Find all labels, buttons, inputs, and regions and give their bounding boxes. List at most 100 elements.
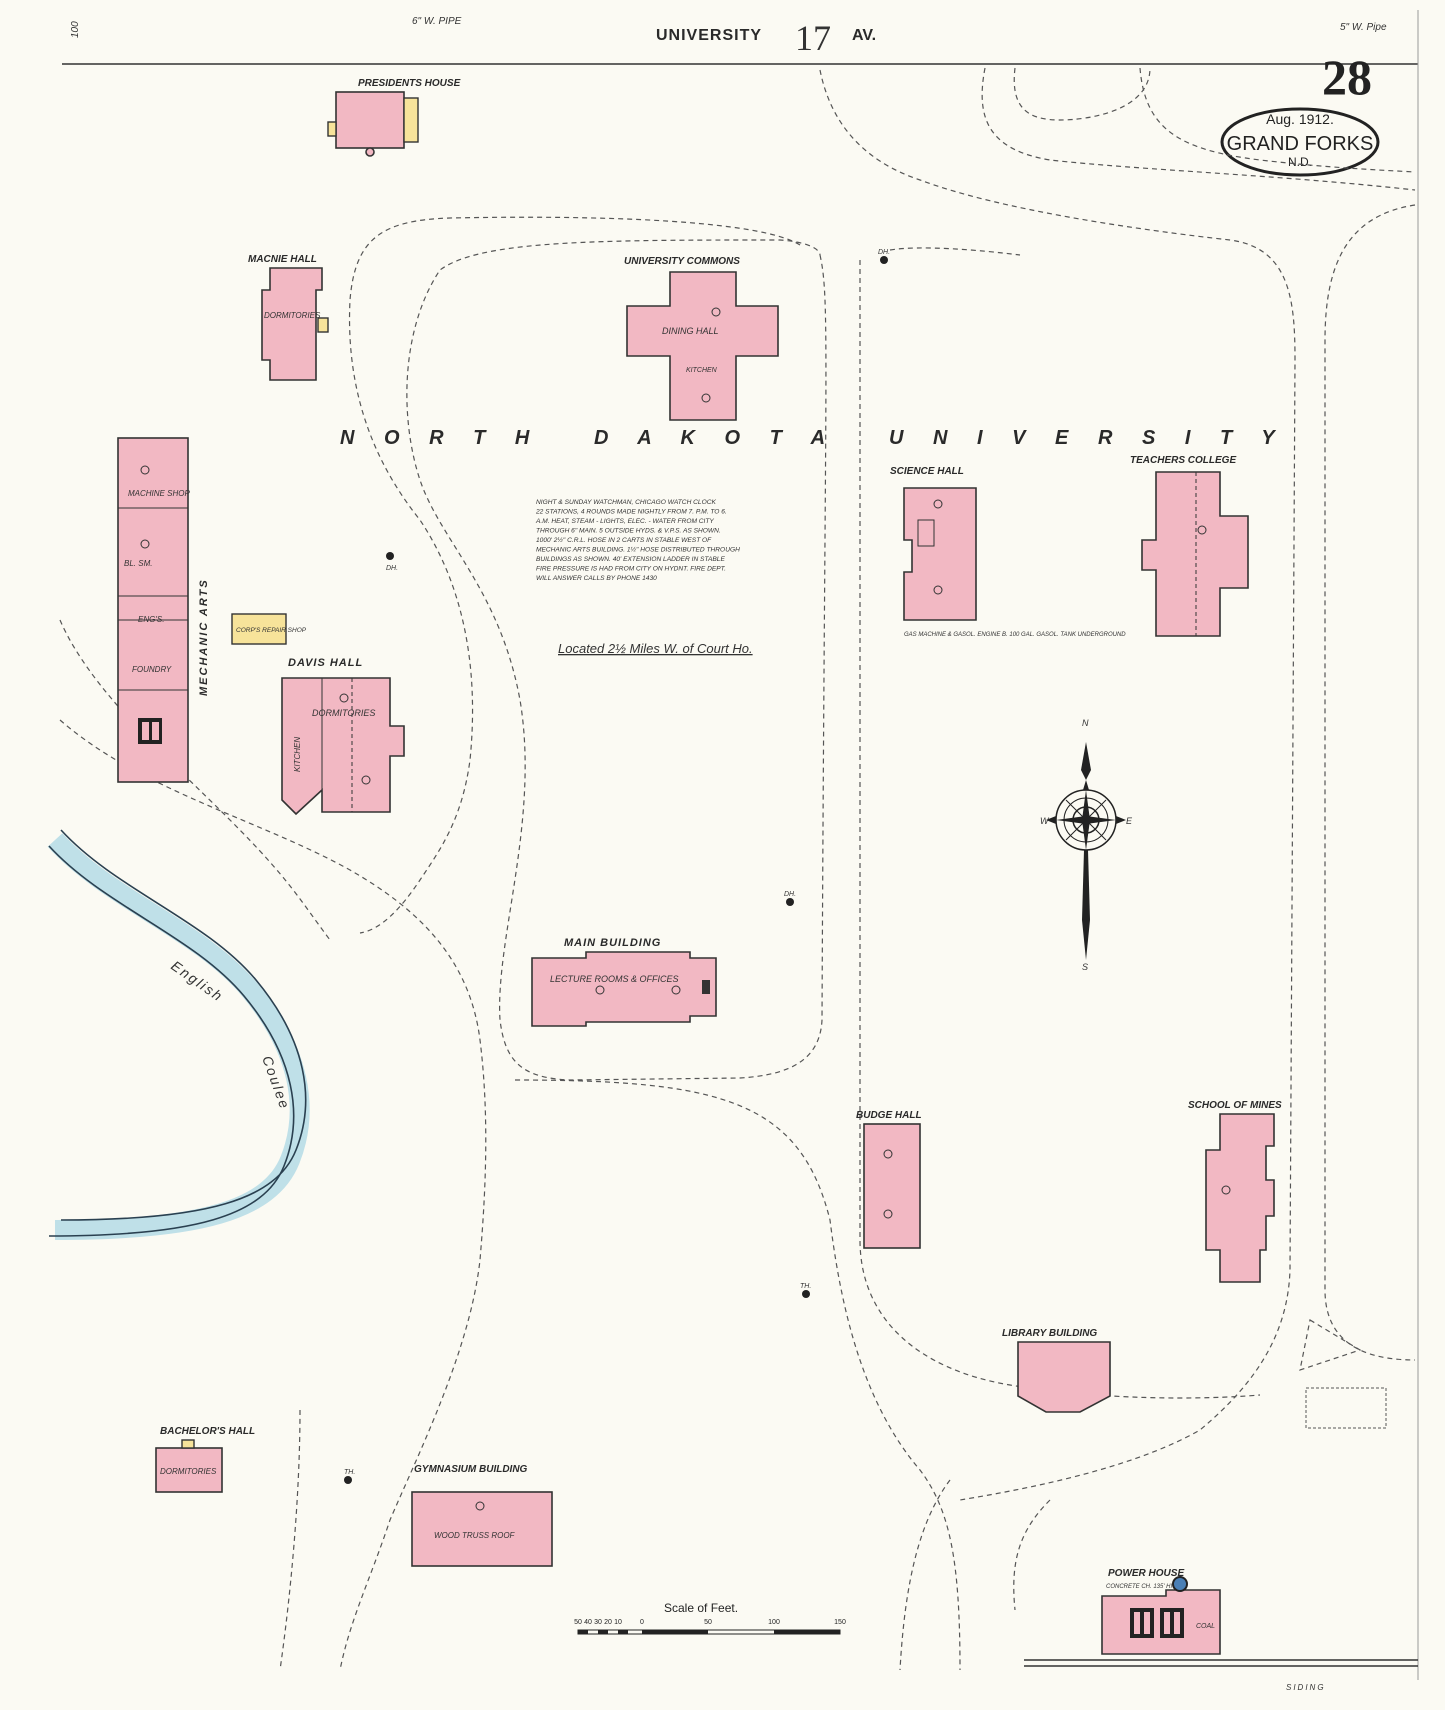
- main-standpipe-2: [671, 985, 681, 995]
- street-number: 17: [795, 18, 831, 58]
- presidents-house-bay: [365, 147, 375, 157]
- power-house-label: POWER HOUSE: [1108, 1568, 1184, 1579]
- science-hall-label: SCIENCE HALL: [890, 466, 964, 477]
- boiler-1: [1130, 1608, 1154, 1638]
- presidents-house-porch: [403, 97, 419, 143]
- school-of-mines-label: SCHOOL OF MINES: [1188, 1100, 1282, 1111]
- davis-standpipe-2: [361, 775, 371, 785]
- science-hall-note: GAS MACHINE & GASOL. ENGINE B. 100 GAL. …: [904, 632, 1126, 638]
- budge-standpipe-2: [883, 1209, 893, 1219]
- presidents-house-label: PRESIDENTS HOUSE: [358, 78, 461, 89]
- budge-standpipe: [883, 1149, 893, 1159]
- teachers-standpipe: [1197, 525, 1207, 535]
- main-building-vault: [702, 980, 710, 994]
- scale-tick-label: 0: [640, 1619, 644, 1626]
- scale-title: Scale of Feet.: [664, 1601, 738, 1615]
- watch-note-line: FIRE PRESSURE IS HAD FROM CITY ON HYDNT.…: [536, 566, 726, 573]
- bachelors-hall: [155, 1447, 223, 1493]
- street-name-right: AV.: [852, 27, 876, 44]
- hydrant-label: TH.: [800, 1283, 811, 1290]
- english-coulee: [47, 829, 310, 1240]
- teachers-college: [1141, 471, 1249, 637]
- hydrant-label: DH.: [878, 249, 890, 256]
- macnie-hall-use: DORMITORIES: [264, 311, 321, 320]
- presidents-house: [335, 91, 405, 149]
- gym-standpipe: [475, 1501, 485, 1511]
- davis-hall: [281, 677, 405, 816]
- compass-rose-icon: [1046, 742, 1126, 960]
- mines-standpipe: [1221, 1185, 1231, 1195]
- gym-roof: WOOD TRUSS ROOF: [434, 1531, 516, 1540]
- main-building-label: MAIN BUILDING: [564, 937, 661, 949]
- campus-drives: [59, 67, 1416, 1671]
- bachelors-hall-label: BACHELOR'S HALL: [160, 1426, 255, 1437]
- hydrant: [802, 1290, 810, 1298]
- macnie-hall-label: MACNIE HALL: [248, 254, 317, 265]
- watch-note-line: THROUGH 6" MAIN. 5 OUTSIDE HYDS. & V.P.S…: [536, 528, 721, 535]
- street-name-left: UNIVERSITY: [656, 27, 762, 44]
- main-building-use: LECTURE ROOMS & OFFICES: [550, 974, 679, 984]
- siding-label: SIDING: [1286, 1683, 1326, 1692]
- macnie-hall-porch: [317, 317, 329, 333]
- bachelors-hall-use: DORMITORIES: [160, 1467, 217, 1476]
- shed-outline: [1305, 1387, 1387, 1429]
- hydrant-label: DH.: [784, 891, 796, 898]
- main-standpipe: [595, 985, 605, 995]
- pipe-label-left: 6" W. PIPE: [412, 16, 462, 27]
- corner-number: 100: [70, 21, 81, 38]
- library-building: [1017, 1341, 1111, 1413]
- watch-note: NIGHT & SUNDAY WATCHMAN, CHICAGO WATCH C…: [535, 499, 740, 582]
- university-commons: [626, 271, 779, 421]
- title-cartouche: [1220, 107, 1380, 177]
- map-city: GRAND FORKS: [1227, 133, 1374, 155]
- scale-tick-label: 10: [614, 1619, 622, 1626]
- repair-shop-label: CORP'S REPAIR SHOP: [236, 627, 307, 634]
- hydrant-label: DH.: [386, 565, 398, 572]
- hydrant: [786, 898, 794, 906]
- school-of-mines: [1205, 1113, 1275, 1283]
- davis-hall-label: DAVIS HALL: [288, 657, 363, 669]
- scale-tick-label: 50: [704, 1619, 712, 1626]
- scale-tick-label: 30: [594, 1619, 602, 1626]
- coal-label: COAL: [1196, 1623, 1215, 1630]
- watch-note-line: BUILDINGS AS SHOWN. 40' EXTENSION LADDER…: [536, 556, 725, 563]
- hydrant: [386, 552, 394, 560]
- watch-note-line: 1000' 2½" C.R.L. HOSE IN 2 CARTS IN STAB…: [536, 536, 712, 544]
- foundry-label: FOUNDRY: [132, 665, 172, 674]
- university-commons-label: UNIVERSITY COMMONS: [624, 256, 740, 267]
- scale-tick-label: 150: [834, 1619, 846, 1626]
- compass-e: E: [1126, 816, 1133, 826]
- budge-hall-label: BUDGE HALL: [856, 1110, 922, 1121]
- campus-label: N O R T H D A K O T A U N I V E R S I T …: [340, 427, 1287, 449]
- mechanic-standpipe-2: [140, 539, 150, 549]
- scale-tick-label: 100: [768, 1619, 780, 1626]
- hydrant: [344, 1476, 352, 1484]
- power-house-chimney-note: CONCRETE CH. 135' HIGH: [1106, 1584, 1182, 1590]
- gymnasium-label: GYMNASIUM BUILDING: [414, 1464, 528, 1475]
- commons-use: DINING HALL: [662, 326, 719, 336]
- compass-w: W: [1040, 816, 1050, 826]
- sheet-number: 28: [1322, 49, 1372, 105]
- commons-kitchen: KITCHEN: [686, 367, 718, 374]
- teachers-college-label: TEACHERS COLLEGE: [1130, 455, 1236, 466]
- machine-shop-label: MACHINE SHOP: [128, 489, 190, 498]
- science-hall: [903, 487, 977, 621]
- hydrants: [344, 256, 888, 1484]
- compass-n: N: [1082, 718, 1089, 728]
- library-label: LIBRARY BUILDING: [1002, 1328, 1097, 1339]
- watch-note-line: 22 STATIONS, 4 ROUNDS MADE NIGHTLY FROM …: [535, 509, 727, 516]
- scale-tick-label: 20: [604, 1619, 612, 1626]
- presidents-house-porch-west: [327, 121, 337, 137]
- science-standpipe-2: [933, 585, 943, 595]
- scale-bar: [577, 1629, 841, 1635]
- watch-note-line: A.M. HEAT, STEAM - LIGHTS, ELEC. - WATER…: [535, 518, 714, 525]
- main-building: [531, 951, 717, 1027]
- blacksmith-label: BL. SM.: [124, 559, 152, 568]
- davis-standpipe: [339, 693, 349, 703]
- commons-standpipe-2: [701, 393, 711, 403]
- watch-note-line: MECHANIC ARTS BUILDING. 1½" HOSE DISTRIB…: [536, 546, 740, 554]
- commons-standpipe: [711, 307, 721, 317]
